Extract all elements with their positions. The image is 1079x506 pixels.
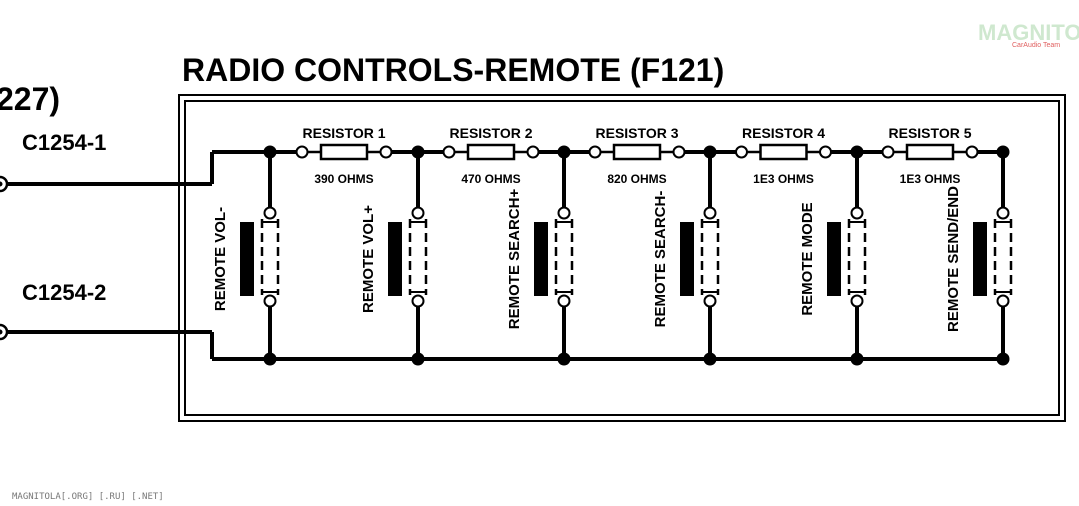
switch-3: REMOTE SEARCH+ [506,145,574,366]
resistor-1: RESISTOR 1 390 OHMS [270,125,418,186]
watermark-brand: MAGNITOLA [978,20,1079,45]
resistor-body [905,143,955,161]
terminal [526,145,540,159]
junction-dot [703,352,717,366]
resistor-body [759,143,808,161]
switch-1: REMOTE VOL- [212,145,280,366]
junction-dot [996,145,1010,159]
switch-contact [557,294,571,308]
diagram-title: RADIO CONTROLS-REMOTE (F121) [182,52,724,88]
resistor-value: 1E3 OHMS [900,172,961,186]
switch-actuator [388,222,402,296]
switch-contact [411,294,425,308]
switch-contact [703,206,717,220]
resistor-3: RESISTOR 3 820 OHMS [564,125,710,186]
junction-dot [996,352,1010,366]
switch-label: REMOTE SEND/END [945,186,962,332]
switch-contact [411,206,425,220]
resistor-body [466,143,516,161]
terminal [881,145,895,159]
left-reference-label: 227) [0,81,60,117]
watermark-sub: CarAudio Team [1012,42,1060,49]
switch-contact [850,206,864,220]
module-outer-frame [178,94,1066,422]
resistor-label: RESISTOR 4 [742,125,825,141]
resistor-label: RESISTOR 5 [889,125,972,141]
resistor-value: 470 OHMS [461,172,520,186]
connector-label-c1254-1: C1254-1 [22,130,106,155]
switch-label: REMOTE SEARCH- [652,191,669,328]
resistor-label: RESISTOR 1 [303,125,386,141]
switch-contact [703,294,717,308]
switch-6: REMOTE SEND/END [945,145,1013,366]
junction-dot [411,145,425,159]
switch-2: REMOTE VOL+ [360,145,428,366]
switch-contact [996,294,1010,308]
junction-dot [263,352,277,366]
switch-contact [263,294,277,308]
junction-dot [850,145,864,159]
resistor-body [612,143,662,161]
switch-contact [557,206,571,220]
switch-4: REMOTE SEARCH- [652,145,720,366]
module-inner-frame [184,100,1060,416]
resistor-label: RESISTOR 3 [596,125,679,141]
switch-contact [996,206,1010,220]
resistor-value: 820 OHMS [607,172,666,186]
switch-actuator [973,222,987,296]
switch-actuator [534,222,548,296]
switch-label: REMOTE VOL+ [360,205,377,313]
switch-label: REMOTE VOL- [212,207,229,311]
junction-dot [411,352,425,366]
terminal [379,145,393,159]
footer-text: MAGNITOLA[.ORG] [.RU] [.NET] [12,492,164,502]
switch-actuator [827,222,841,296]
switch-label: REMOTE SEARCH+ [506,189,523,330]
terminal [735,145,748,159]
switch-5: REMOTE MODE [799,145,867,366]
junction-dot [557,145,571,159]
junction-dot [850,352,864,366]
switch-label: REMOTE MODE [799,202,816,315]
terminal [295,145,309,159]
junction-dot [557,352,571,366]
terminal [588,145,602,159]
connector-label-c1254-2: C1254-2 [22,280,106,305]
terminal [965,145,979,159]
switch-actuator [680,222,694,296]
resistor-4: RESISTOR 4 1E3 OHMS [710,125,857,186]
switch-contact [850,294,864,308]
junction-dot [703,145,717,159]
switch-contact [263,206,277,220]
resistor-value: 1E3 OHMS [753,172,814,186]
resistor-2: RESISTOR 2 470 OHMS [418,125,564,186]
terminal [819,145,832,159]
terminal [672,145,686,159]
connector-pin-c1254-1-dot [0,181,3,187]
switch-actuator [240,222,254,296]
resistor-label: RESISTOR 2 [450,125,533,141]
connector-pin-c1254-1 [0,175,9,193]
terminal [442,145,456,159]
junction-dot [263,145,277,159]
resistor-body [319,143,369,161]
resistor-value: 390 OHMS [314,172,373,186]
connector-pin-c1254-2 [0,323,9,341]
connector-pin-c1254-2-dot [0,329,3,335]
resistor-5: RESISTOR 5 1E3 OHMS [857,125,1003,186]
